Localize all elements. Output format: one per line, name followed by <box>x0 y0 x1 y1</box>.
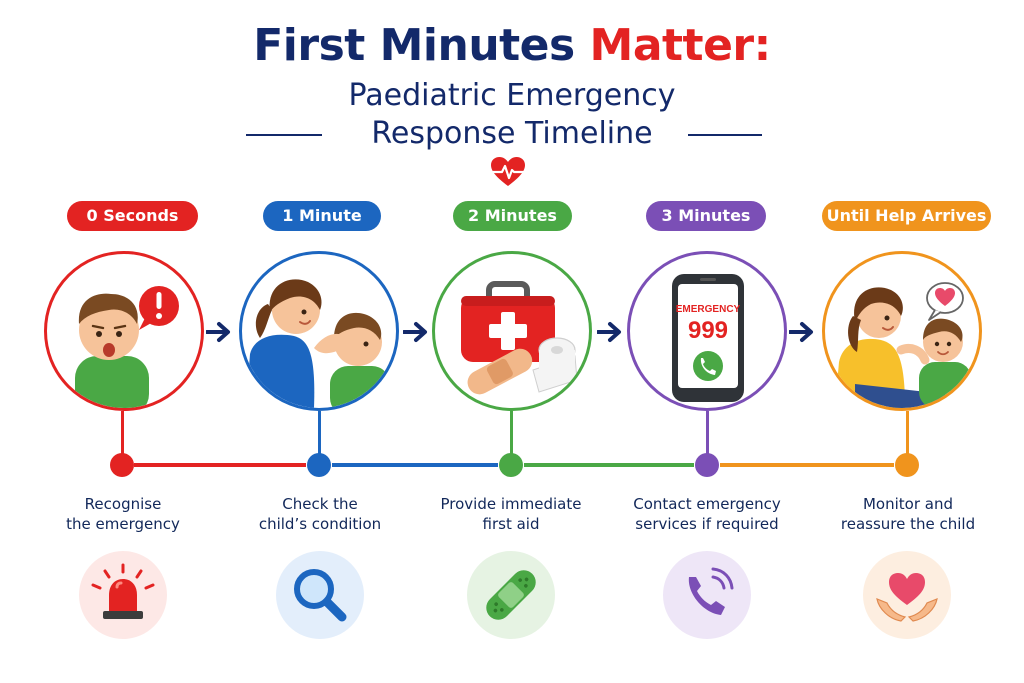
step-description: Recognise the emergency <box>28 494 218 534</box>
title-divider-left <box>246 134 322 136</box>
step-description-line-2: services if required <box>635 515 779 533</box>
page-title: First Minutes Matter: <box>0 20 1024 72</box>
phone-icon <box>663 551 751 639</box>
magnifier-icon <box>276 551 364 639</box>
time-pill-until-help-arrives: Until Help Arrives <box>822 201 991 231</box>
time-pill-1-minute: 1 Minute <box>263 201 381 231</box>
timeline-stem <box>706 411 709 464</box>
step-description-line-1: Recognise <box>84 495 162 513</box>
step-description: Provide immediate first aid <box>416 494 606 534</box>
step-description: Contact emergency services if required <box>612 494 802 534</box>
timeline-connector <box>332 463 498 467</box>
timeline-connector <box>524 463 694 467</box>
subtitle-line-2: Response Timeline <box>371 116 653 151</box>
phone-number-label: 999 <box>688 317 728 344</box>
timeline-dot <box>695 453 719 477</box>
arrow-right-icon <box>789 322 813 342</box>
step-description-line-1: Monitor and <box>862 495 953 513</box>
heartbeat-icon <box>491 157 525 186</box>
arrow-right-icon <box>597 322 621 342</box>
arrow-right-icon <box>206 322 230 342</box>
bandage-icon <box>467 551 555 639</box>
step-description-line-1: Check the <box>282 495 358 513</box>
heart-hands-icon <box>863 551 951 639</box>
siren-icon <box>79 551 167 639</box>
subtitle-line-1: Paediatric Emergency <box>348 78 676 113</box>
timeline-dot <box>110 453 134 477</box>
step-description-line-2: reassure the child <box>840 515 976 533</box>
timeline-stem <box>906 411 909 464</box>
step-description: Monitor and reassure the child <box>813 494 1003 534</box>
timeline-stem <box>510 411 513 464</box>
timeline-connector <box>720 463 894 467</box>
title-divider-right <box>688 134 762 136</box>
scene-phone-emergency: EMERGENCY 999 <box>627 251 787 411</box>
step-description-line-2: child’s condition <box>258 515 382 533</box>
phone-word-label: EMERGENCY <box>676 304 741 315</box>
scene-adult-comforting-child <box>822 251 982 411</box>
timeline-dot <box>499 453 523 477</box>
step-description-line-1: Contact emergency <box>633 495 781 513</box>
step-description-line-2: first aid <box>482 515 540 533</box>
step-description-line-1: Provide immediate <box>440 495 582 513</box>
title-part-1: First Minutes <box>253 20 575 71</box>
timeline-dot <box>895 453 919 477</box>
timeline-stem <box>121 411 124 464</box>
timeline-stem <box>318 411 321 464</box>
step-description: Check the child’s condition <box>225 494 415 534</box>
scene-adult-checking-child <box>239 251 399 411</box>
timeline-connector <box>134 463 306 467</box>
timeline-dot <box>307 453 331 477</box>
time-pill-0-seconds: 0 Seconds <box>67 201 198 231</box>
step-description-line-2: the emergency <box>66 515 180 533</box>
scene-first-aid-kit <box>432 251 592 411</box>
time-pill-2-minutes: 2 Minutes <box>453 201 572 231</box>
title-part-2: Matter: <box>589 20 772 71</box>
time-pill-3-minutes: 3 Minutes <box>646 201 766 231</box>
arrow-right-icon <box>403 322 427 342</box>
scene-distressed-child <box>44 251 204 411</box>
